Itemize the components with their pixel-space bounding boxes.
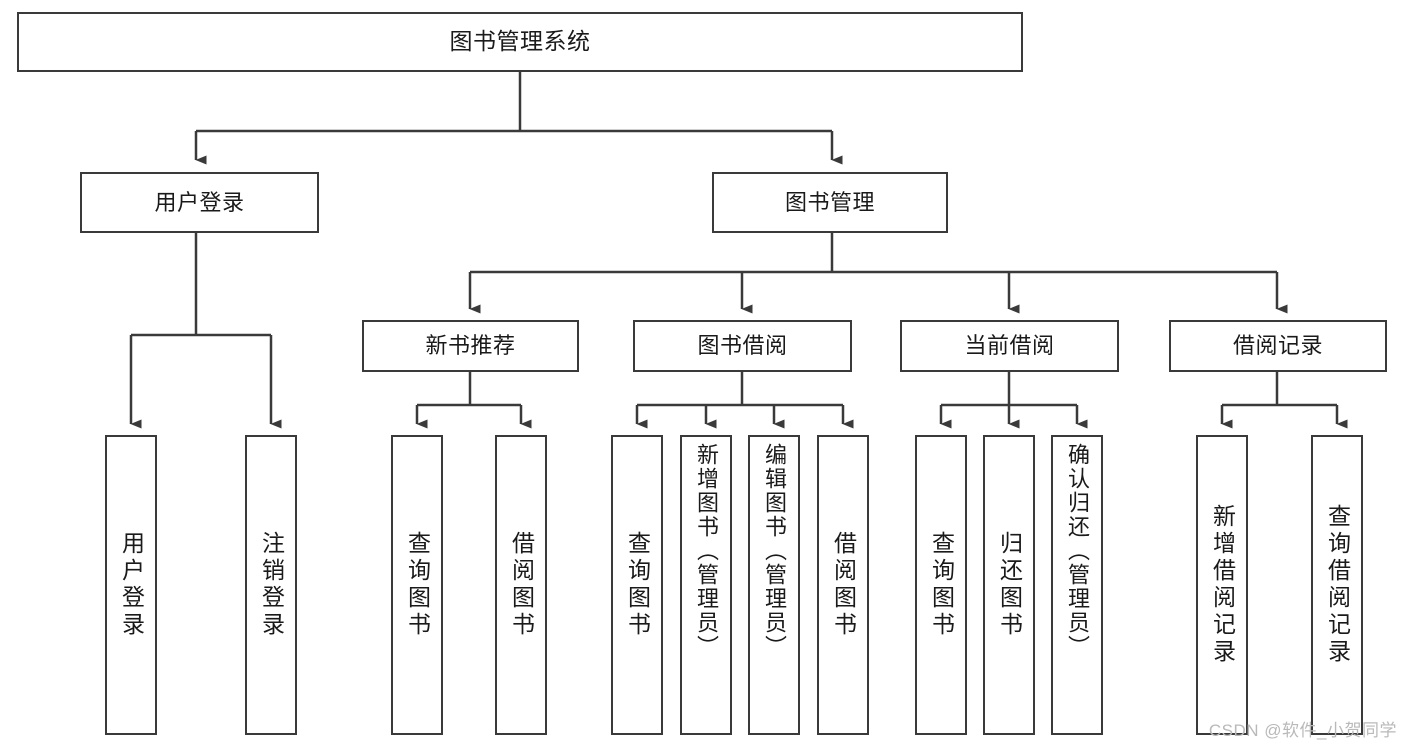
node-borrow-record[interactable]: 借阅记录: [1169, 320, 1387, 372]
node-new-book-recommend-label: 新书推荐: [425, 333, 516, 359]
node-leaf-query-record-label: 查询借阅记录: [1324, 504, 1351, 666]
node-leaf-borrow-book-2[interactable]: 借阅图书: [817, 435, 869, 735]
node-leaf-user-login[interactable]: 用户登录: [105, 435, 157, 735]
node-leaf-edit-book-label: 编辑图书（管理员）: [762, 443, 787, 659]
node-leaf-query-book-1-label: 查询图书: [404, 531, 431, 639]
node-leaf-return-book[interactable]: 归还图书: [983, 435, 1035, 735]
node-leaf-add-record[interactable]: 新增借阅记录: [1196, 435, 1248, 735]
node-leaf-add-book[interactable]: 新增图书（管理员）: [680, 435, 732, 735]
node-user-login[interactable]: 用户登录: [80, 172, 319, 233]
node-leaf-user-logout[interactable]: 注销登录: [245, 435, 297, 735]
node-book-borrow-label: 图书借阅: [697, 333, 788, 359]
node-leaf-query-book-3[interactable]: 查询图书: [915, 435, 967, 735]
node-leaf-confirm-return[interactable]: 确认归还（管理员）: [1051, 435, 1103, 735]
node-leaf-edit-book[interactable]: 编辑图书（管理员）: [748, 435, 800, 735]
node-new-book-recommend[interactable]: 新书推荐: [362, 320, 579, 372]
node-leaf-confirm-return-label: 确认归还（管理员）: [1065, 443, 1090, 659]
node-leaf-user-login-label: 用户登录: [118, 531, 145, 639]
node-leaf-add-book-label: 新增图书（管理员）: [694, 443, 719, 659]
node-leaf-query-book-2-label: 查询图书: [624, 531, 651, 639]
node-leaf-borrow-book-2-label: 借阅图书: [830, 531, 857, 639]
node-book-manage[interactable]: 图书管理: [712, 172, 948, 233]
node-borrow-record-label: 借阅记录: [1232, 333, 1323, 359]
node-leaf-borrow-book-1-label: 借阅图书: [508, 531, 535, 639]
node-leaf-query-book-1[interactable]: 查询图书: [391, 435, 443, 735]
node-current-borrow[interactable]: 当前借阅: [900, 320, 1119, 372]
node-current-borrow-label: 当前借阅: [964, 333, 1055, 359]
watermark-text: CSDN @软件_小贺同学: [1208, 721, 1397, 740]
node-root[interactable]: 图书管理系统: [17, 12, 1023, 72]
node-leaf-query-book-3-label: 查询图书: [928, 531, 955, 639]
node-book-borrow[interactable]: 图书借阅: [633, 320, 852, 372]
node-book-manage-label: 图书管理: [784, 189, 875, 215]
node-leaf-return-book-label: 归还图书: [996, 531, 1023, 639]
node-leaf-query-record[interactable]: 查询借阅记录: [1311, 435, 1363, 735]
node-leaf-borrow-book-1[interactable]: 借阅图书: [495, 435, 547, 735]
node-user-login-label: 用户登录: [154, 189, 245, 215]
node-leaf-user-logout-label: 注销登录: [258, 531, 285, 639]
node-leaf-query-book-2[interactable]: 查询图书: [611, 435, 663, 735]
node-leaf-add-record-label: 新增借阅记录: [1209, 504, 1236, 666]
node-root-label: 图书管理系统: [449, 28, 591, 55]
